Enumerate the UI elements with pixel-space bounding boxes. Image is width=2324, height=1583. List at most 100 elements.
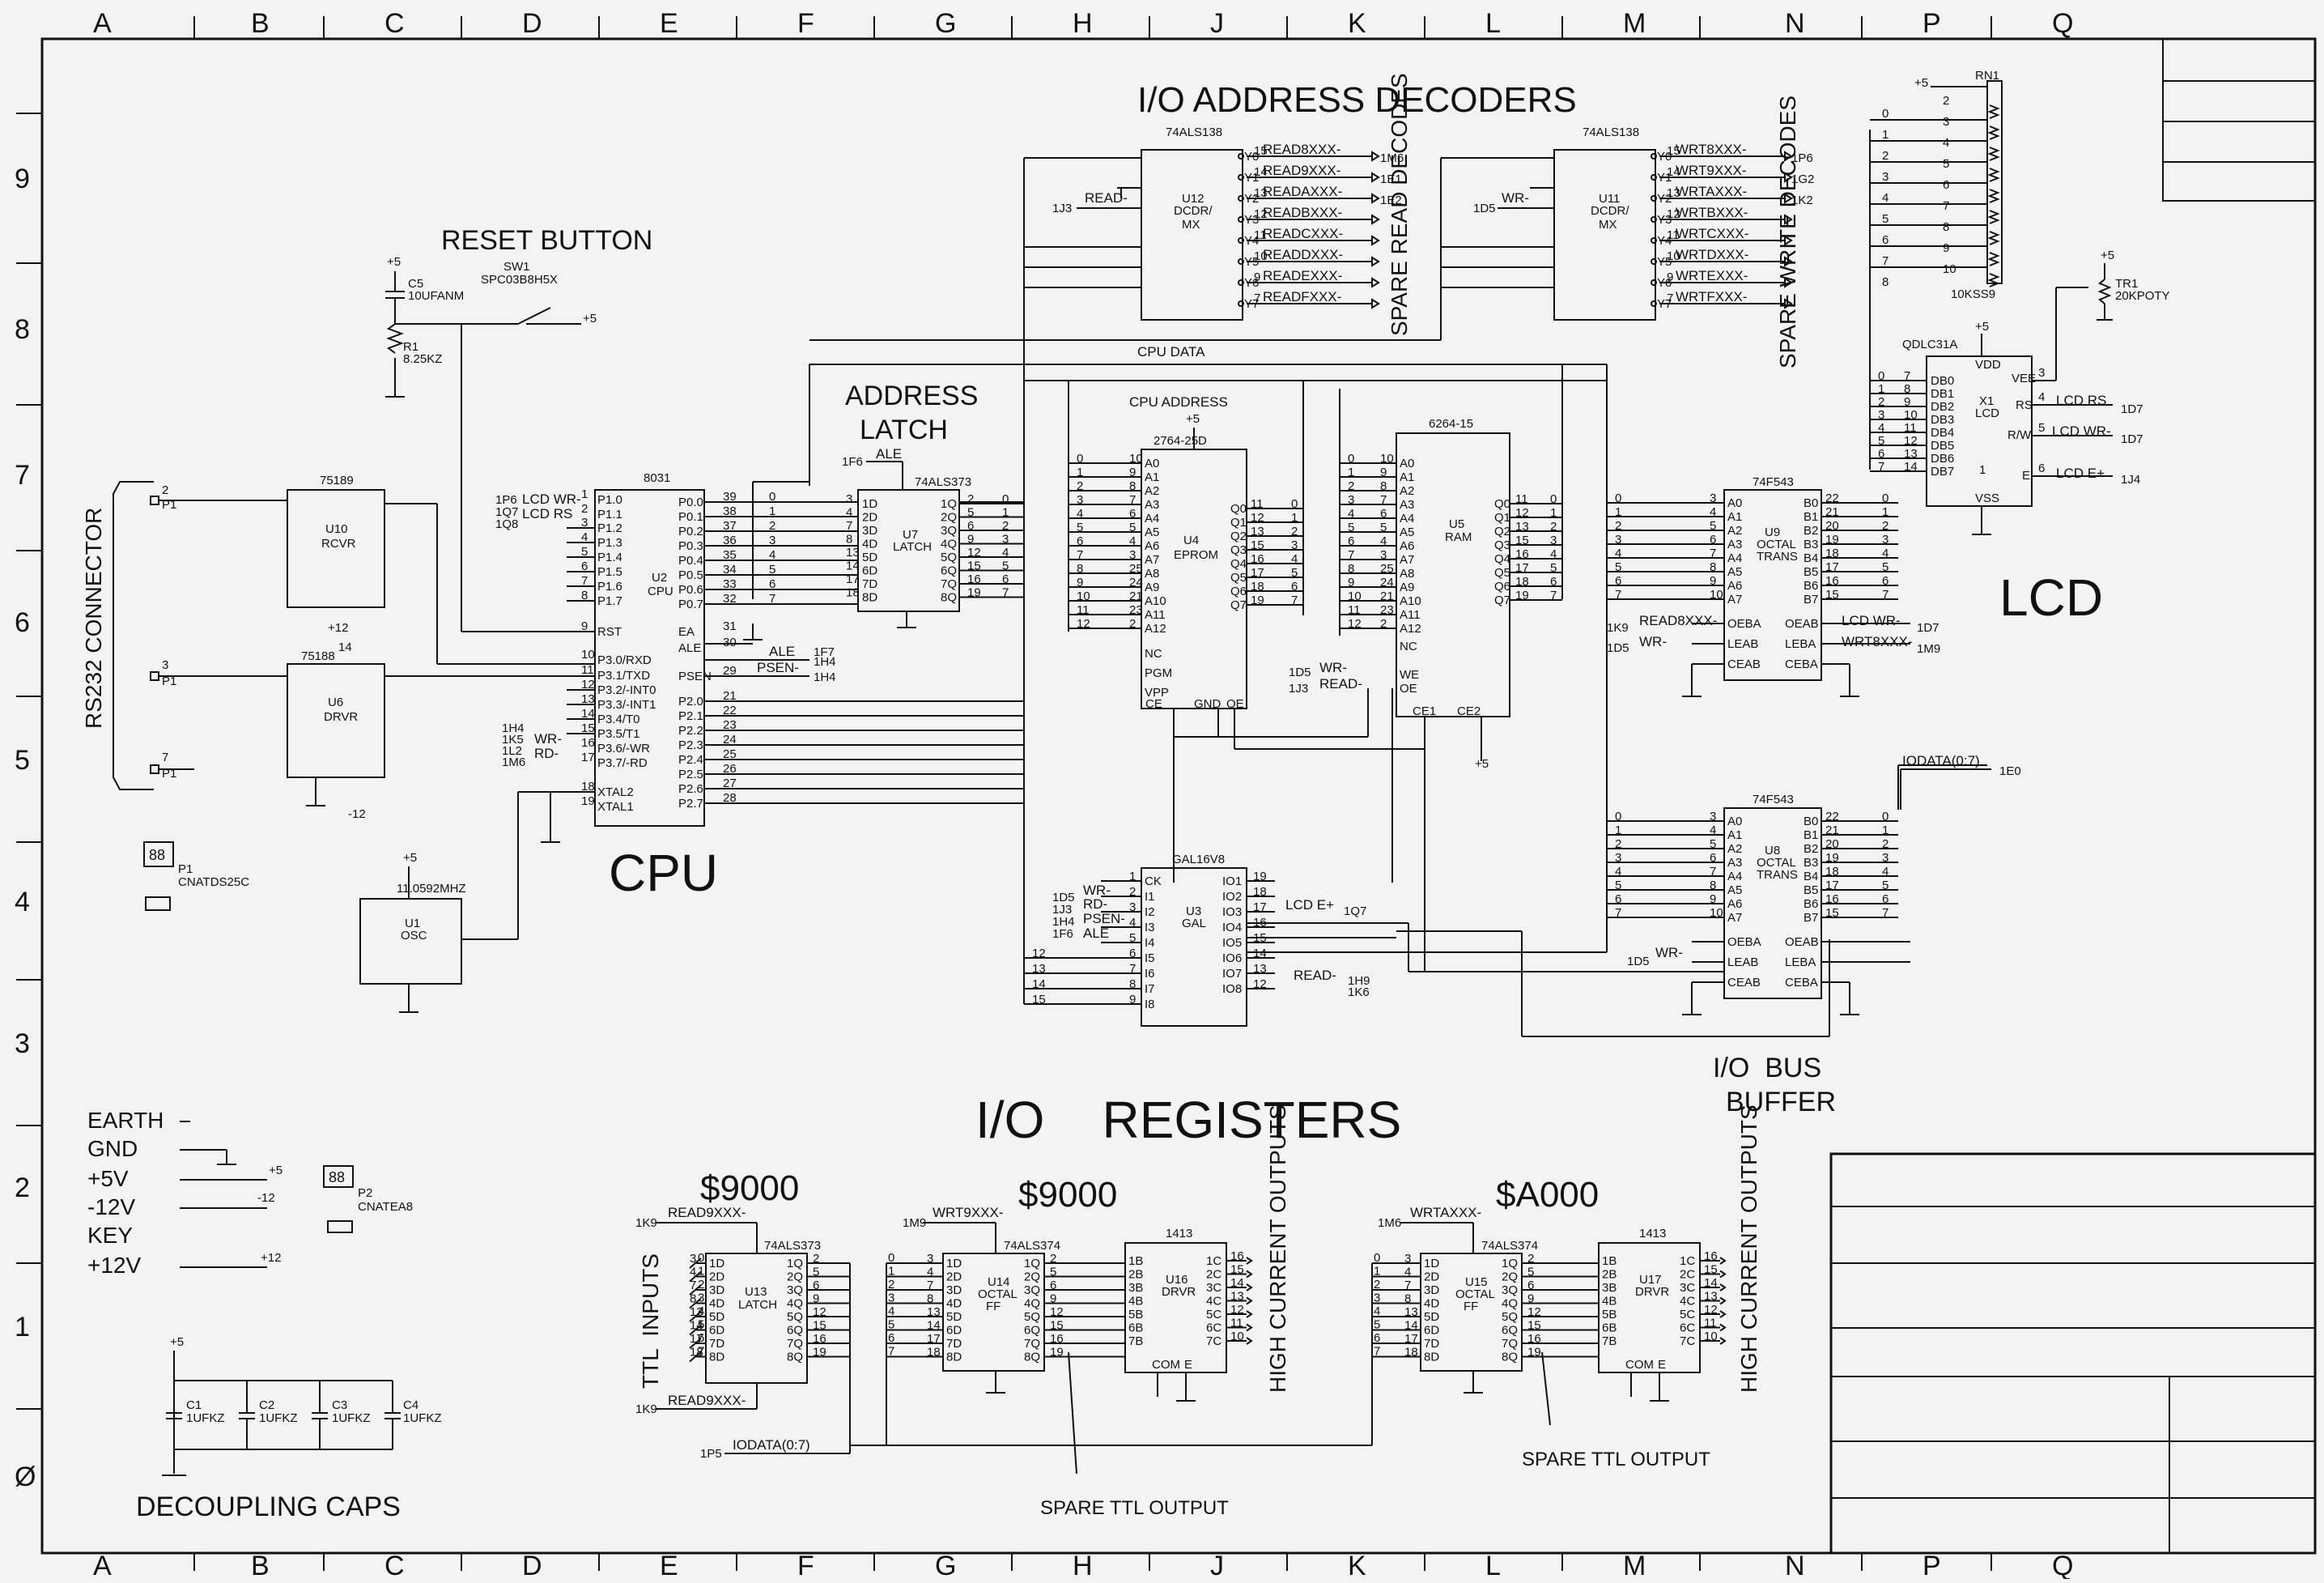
pin-number: 15 [1527,1319,1541,1333]
pin-label: 1B [1602,1254,1617,1268]
bus-bit: 7 [1882,254,1889,268]
pin-label: R/W [2007,428,2032,442]
u13-ref: U13 [745,1285,767,1299]
u9-wrt8: WRT8XXX- [1842,634,1913,649]
decode-destination: 1P6 [1791,151,1813,165]
bus-bit: 14 [1032,977,1046,991]
pin-label: IO6 [1222,951,1242,965]
pin-label: 4D [862,538,877,551]
pin-number: 12 [1904,434,1918,448]
io-registers-label: I/O REGISTERS [975,1091,1401,1149]
pin-number: 21 [1825,505,1839,519]
svg-text:E: E [1658,1358,1666,1372]
u9-read8: READ8XXX- [1639,613,1717,628]
pin-label: 5D [1424,1310,1439,1324]
bus-bit: 4 [1882,547,1889,560]
zone-col-label: Q [2052,8,2073,39]
pin-label: 2Q [1502,1270,1518,1284]
pin-label: OEBA [1727,617,1761,631]
bus-bit: 4 [1348,507,1354,521]
svg-text:1H9: 1H9 [1348,974,1370,988]
u6-desc: DRVR [324,710,358,724]
pin-number: 18 [581,780,595,794]
zone-col-label: E [660,8,678,39]
pin-number: 13 [1253,962,1267,976]
pin-number: 15 [1704,1263,1718,1277]
pin-number: 12 [1704,1303,1718,1317]
pin-number: 5 [813,1266,819,1279]
bus-bit: 2 [888,1278,894,1292]
cpu-section-label: CPU [609,844,718,902]
zone-col-label: B [251,8,270,39]
pin-number: 8 [1710,560,1716,574]
addr-label-9000-b: $9000 [1018,1175,1117,1215]
svg-text:WR-: WR- [1639,634,1667,649]
bus-bit: 1 [1615,823,1621,837]
bus-bit: 11 [1077,603,1090,617]
pin-label: 1Q [1502,1257,1518,1270]
svg-text:+5: +5 [2101,249,2114,262]
pin-number: 27 [723,777,737,790]
pin-number: 9 [1943,241,1949,255]
svg-text:1P6: 1P6 [495,493,517,507]
pin-number: 12 [1254,207,1268,221]
pin-label: 1Q [941,497,957,511]
pin-number: 9 [1254,270,1260,284]
bus-bit: 1 [769,504,775,518]
pin-number: 2 [1380,617,1387,631]
decoupling-label: DECOUPLING CAPS [136,1492,401,1522]
pin-label: LEBA [1785,637,1816,651]
svg-text:VSS: VSS [1975,491,1999,505]
svg-text:88: 88 [329,1169,345,1185]
pin-number: 9 [1667,270,1673,284]
bus-bit: 2 [1882,837,1889,851]
pin-number: 1 [1129,870,1136,883]
svg-text:READ-: READ- [1319,676,1362,691]
pin-number: 2 [1943,94,1949,108]
svg-text:1M6: 1M6 [1378,1216,1401,1230]
pin-label: A1 [1727,510,1742,524]
bus-bit: 7 [1550,589,1557,602]
pin-number: 7 [1710,865,1716,879]
svg-text:1D5: 1D5 [1607,641,1629,655]
pin-label: Q5 [1230,571,1247,585]
pin-number: 7 [581,574,588,588]
cpu-port-label: P1.5 [597,565,622,579]
pin-number: 7 [1129,493,1136,507]
bus-bit: 7 [1878,460,1884,474]
pin-label: 3D [862,524,877,538]
pin-number: 25 [1129,562,1143,576]
page-title: I/O ADDRESS DECODERS [1137,80,1577,120]
pin-number: 15 [1050,1319,1064,1333]
pin-number: 8 [690,1292,696,1306]
bus-bit: 1 [888,1265,894,1279]
bus-bit: 3 [698,1292,704,1305]
cpu-lcd-rs: LCD RS [522,506,572,521]
decoder-u11: 74ALS138 U11 DCDR/MX 1D5 WR- Y015WRT8XXX… [1473,126,1814,321]
lcd-wr-label: LCD WR- [2052,423,2111,439]
zone-row-label: 5 [15,745,30,776]
svg-text:OCTAL: OCTAL [1757,538,1796,551]
pin-number: 8 [846,533,852,547]
pin-label: A1 [1400,470,1414,484]
u16-body [1124,1242,1227,1373]
pin-number: 9 [1904,395,1910,409]
pin-label: I8 [1145,998,1155,1011]
svg-text:+5: +5 [1914,76,1928,90]
bus-bit: 9 [1348,576,1354,589]
pin-number: 6 [1129,507,1136,521]
c3-ref: C3 [332,1398,347,1412]
u14-body [942,1253,1045,1372]
gnd-label: GND [87,1136,138,1161]
bus-bit: 1 [1291,511,1298,525]
pin-label: I6 [1145,967,1155,981]
pin-label: OEBA [1727,935,1761,949]
bus-bit: 3 [1374,1292,1380,1305]
cpu-port-label: EA [678,625,695,639]
pin-label: DB1 [1931,387,1954,401]
zone-col-label: L [1485,8,1501,39]
p2-value: CNATEA8 [358,1200,413,1214]
